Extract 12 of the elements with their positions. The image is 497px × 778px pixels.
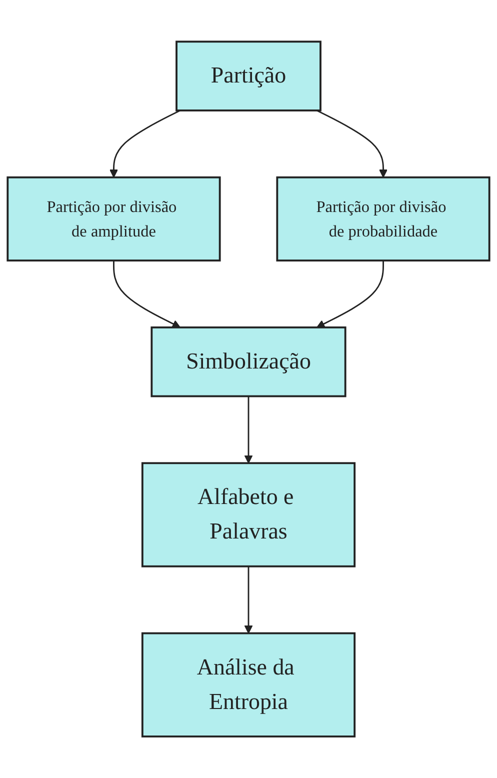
node-box: Partição por divisão de probabilidade	[276, 176, 490, 262]
node-box: Partição por divisão de amplitude	[6, 176, 221, 262]
arrow	[244, 396, 253, 464]
arrow	[244, 566, 253, 634]
arrow	[113, 260, 181, 328]
node-box: Alfabeto e Palavras	[141, 462, 356, 568]
node-box: Simbolização	[150, 326, 346, 398]
node-box: Análise da Entropia	[141, 632, 356, 738]
arrow	[316, 260, 384, 328]
arrow	[110, 110, 180, 178]
arrow	[316, 110, 388, 178]
node-box: Partição	[176, 40, 322, 112]
